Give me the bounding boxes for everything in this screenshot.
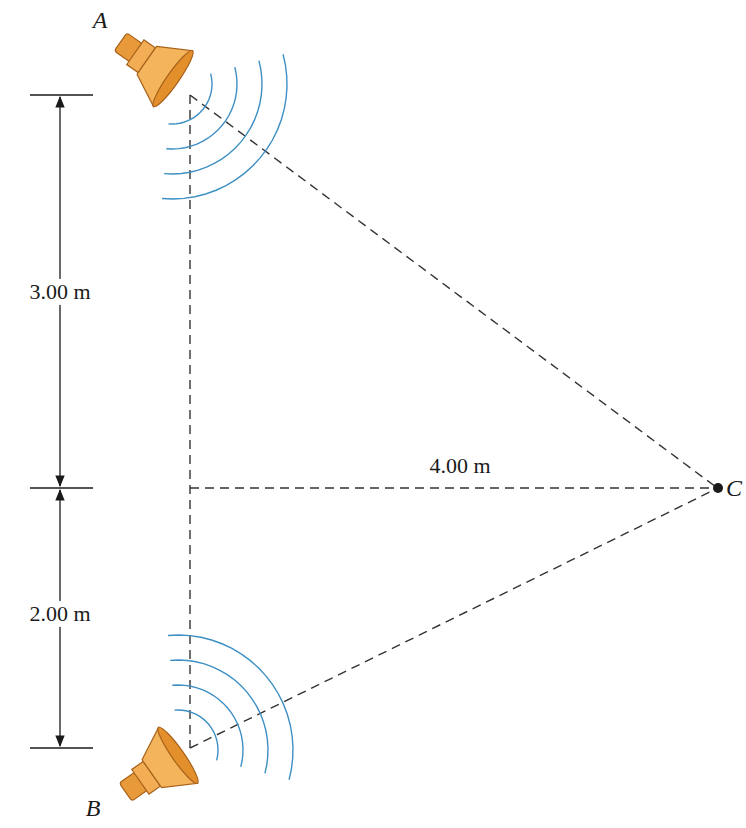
dimension-label: 4.00 m xyxy=(429,454,490,478)
speaker xyxy=(101,14,197,110)
dimension-lines xyxy=(30,95,93,748)
speaker xyxy=(106,724,202,820)
dimension-label: 3.00 m xyxy=(26,279,93,305)
dashed-lines xyxy=(190,95,716,748)
point-dot xyxy=(713,483,723,493)
point-label: C xyxy=(726,475,742,501)
speaker-label: A xyxy=(93,7,108,33)
sound-waves xyxy=(162,54,293,780)
speaker-label: B xyxy=(86,795,101,821)
dimension-label: 2.00 m xyxy=(26,601,93,627)
